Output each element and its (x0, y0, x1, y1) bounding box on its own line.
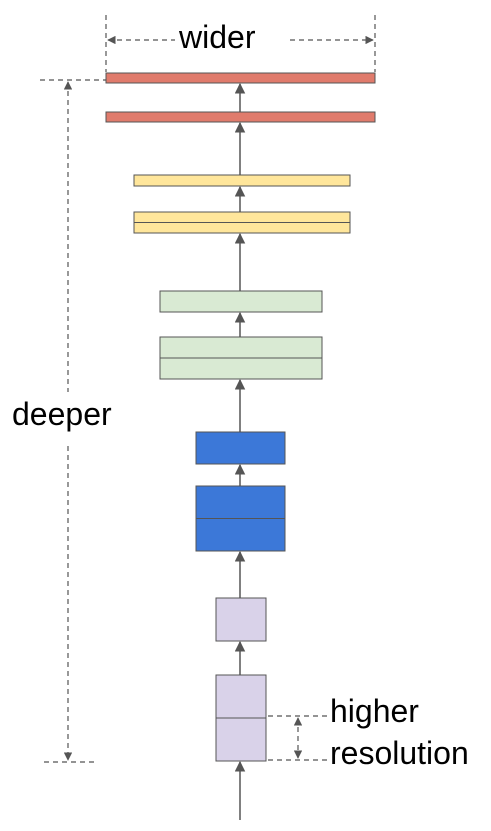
stage-3-block-1 (195, 485, 286, 519)
network-stage-5 (159, 336, 323, 380)
network-stage-8 (133, 174, 351, 187)
network-stage-9 (105, 111, 376, 123)
network-stage-7 (133, 211, 351, 234)
stage-4-block-1 (195, 431, 286, 465)
higher-resolution-label: higher resolution (330, 690, 469, 774)
network-stage-4 (195, 431, 286, 465)
stage-10-block-1 (105, 72, 376, 84)
stage-1-block-1 (215, 674, 267, 719)
dimension-annotations (40, 15, 376, 763)
stage-3-block-2 (195, 518, 286, 552)
network-stage-2 (215, 597, 267, 642)
stage-7-block-1 (133, 211, 351, 223)
stage-2-block-1 (215, 597, 267, 642)
stage-5-block-2 (159, 357, 323, 380)
stage-1-block-2 (215, 717, 267, 762)
wider-label: wider (175, 21, 260, 53)
stage-9-block-1 (105, 111, 376, 123)
stage-7-block-2 (133, 222, 351, 234)
higher-resolution-line-1: higher (330, 693, 419, 729)
network-blocks (105, 72, 376, 762)
stage-8-block-1 (133, 174, 351, 187)
stage-5-block-1 (159, 336, 323, 359)
stage-6-block-1 (159, 290, 323, 313)
network-stage-1 (215, 674, 267, 762)
network-stage-3 (195, 485, 286, 552)
deeper-label: deeper (12, 396, 112, 432)
network-stage-6 (159, 290, 323, 313)
network-stage-10 (105, 72, 376, 84)
higher-resolution-line-2: resolution (330, 735, 469, 771)
